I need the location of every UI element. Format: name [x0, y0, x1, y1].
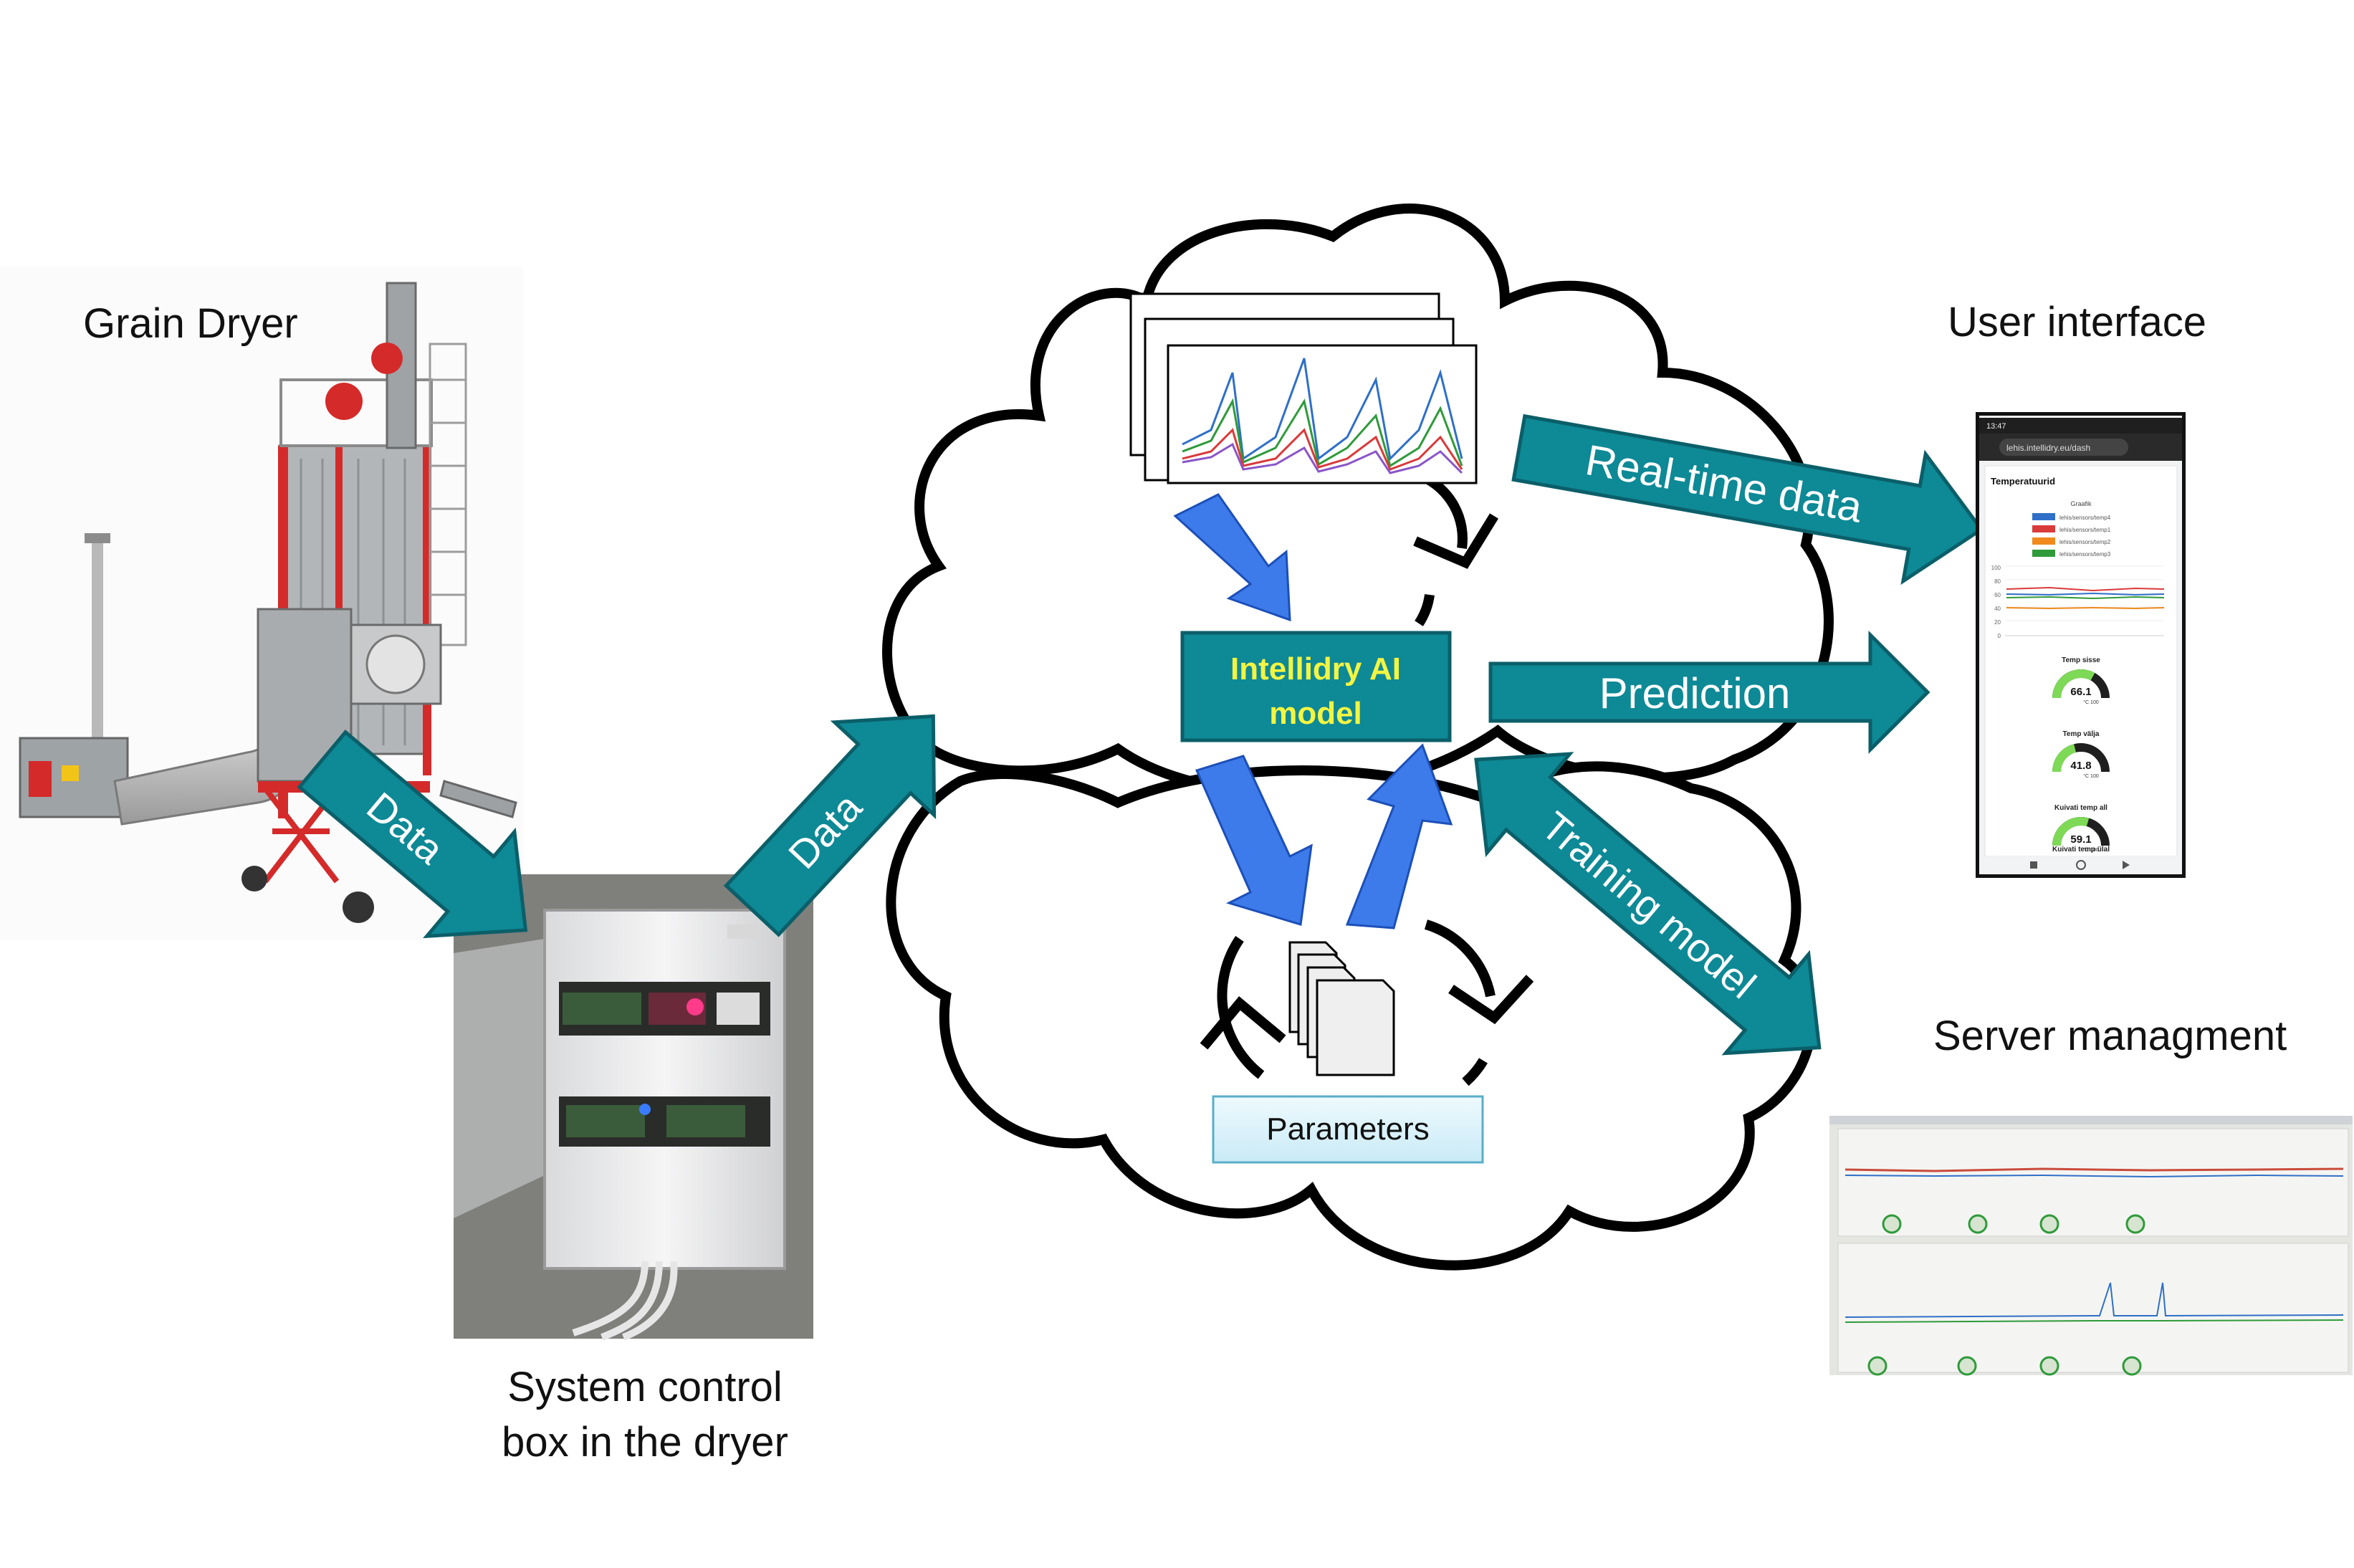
gauge-unit: °C 100: [2083, 699, 2099, 705]
legend-swatch: [2032, 525, 2055, 532]
legend-swatch: [2032, 537, 2055, 545]
blue-arrow-model-to-params: [1195, 755, 1313, 926]
gauge-unit: °C 100: [2083, 773, 2099, 779]
grain-dryer-illustration: [0, 267, 523, 940]
phone-chart-title: Graafik: [2070, 500, 2092, 507]
nav-recents-icon[interactable]: [2030, 861, 2037, 869]
control-box-photo: [454, 874, 813, 1341]
prediction-label: Prediction: [1599, 669, 1791, 717]
cycle-arrow-icon: [1200, 919, 1534, 1086]
phone-legend: lehis/sensors/temp4 lehis/sensors/temp1 …: [2032, 513, 2111, 558]
legend-swatch: [2032, 513, 2055, 520]
phone-url[interactable]: lehis.intellidry.eu/dash: [2006, 443, 2090, 453]
y-tick: 0: [1998, 633, 2001, 639]
blue-arrow-chart-to-model: [1173, 493, 1291, 622]
gauge-value: 59.1: [2070, 833, 2091, 846]
ai-model-label-line1: Intellidry AI: [1230, 651, 1401, 687]
gauge-value: 41.8: [2070, 760, 2091, 772]
user-interface-label: User interface: [1948, 299, 2207, 345]
legend-item: lehis/sensors/temp4: [2059, 515, 2111, 521]
server-screenshot: [1829, 1116, 2353, 1376]
legend-swatch: [2032, 550, 2055, 557]
grain-dryer-label: Grain Dryer: [83, 300, 298, 347]
parameters-box: Parameters: [1212, 1095, 1484, 1164]
server-management-label: Server managment: [1933, 1013, 2287, 1059]
gauge-value: 66.1: [2070, 686, 2091, 698]
gauge-unit: °C 100: [2083, 847, 2099, 853]
gauge-label: Temp välja: [2063, 730, 2100, 738]
control-box-label-line2: box in the dryer: [502, 1418, 788, 1466]
cloud-top: [882, 204, 1834, 798]
phone-chart-axes: 100 80 60 40 20 0: [1991, 565, 2165, 639]
document-stack-icon: [1288, 941, 1395, 1076]
phone-section-title: Temperatuurid: [1991, 476, 2055, 487]
y-tick: 40: [1994, 606, 2001, 612]
y-tick: 80: [1994, 578, 2001, 585]
nav-back-icon[interactable]: [2123, 861, 2130, 869]
gauge-fill: [2052, 744, 2077, 773]
ai-model-label-line2: model: [1269, 696, 1362, 731]
gauge-label: Temp sisse: [2062, 656, 2100, 664]
blue-arrow-params-to-model: [1345, 743, 1453, 929]
y-tick: 60: [1994, 592, 2001, 598]
legend-item: lehis/sensors/temp3: [2059, 551, 2111, 558]
teal-arrow-prediction: Prediction: [1488, 630, 1930, 755]
parameters-label: Parameters: [1266, 1112, 1429, 1147]
phone-screenshot: 13:47 13:47 lehis.intellidry.eu/dash Tem…: [1976, 412, 2186, 878]
control-box-label-line1: System control: [507, 1364, 783, 1410]
gauge-fill: [2052, 817, 2090, 846]
chart-stack: [1129, 292, 1478, 484]
ai-model-box: Intellidry AI model: [1180, 631, 1452, 742]
phone-status-time-visible: 13:47: [1986, 422, 2006, 431]
control-box-label: System control box in the dryer: [459, 1360, 831, 1470]
gauge-fill: [2052, 669, 2095, 699]
phone-last-gauge-label: Kuivati temp ülal: [2052, 846, 2110, 854]
y-tick: 100: [1991, 565, 2001, 571]
legend-item: lehis/sensors/temp1: [2059, 527, 2111, 533]
gauge-label: Kuivati temp all: [2054, 804, 2107, 812]
y-tick: 20: [1994, 619, 2001, 626]
legend-item: lehis/sensors/temp2: [2059, 539, 2111, 545]
nav-home-icon[interactable]: [2076, 860, 2086, 870]
